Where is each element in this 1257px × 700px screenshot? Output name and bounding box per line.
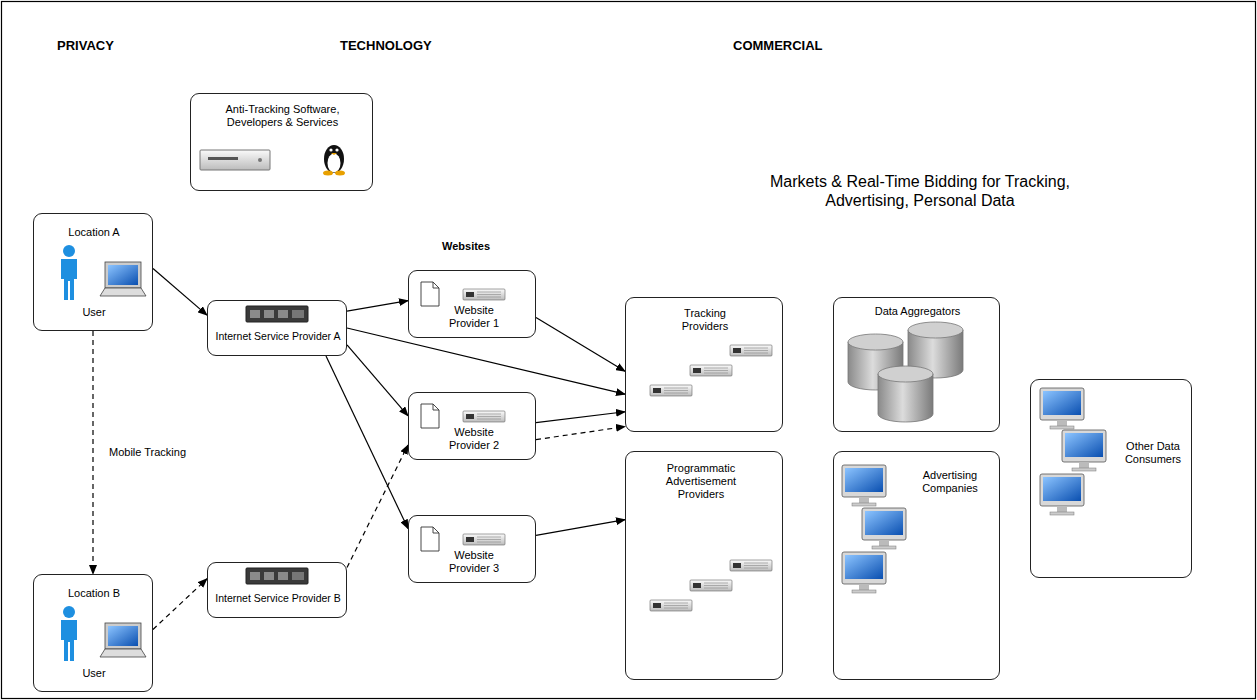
server-icon — [730, 560, 772, 571]
column-heading: PRIVACY — [57, 38, 114, 53]
node-text: Internet Service Provider B — [211, 592, 345, 605]
location-box: Location B User — [33, 574, 153, 692]
node-text: Internet Service Provider A — [211, 330, 345, 343]
website-box: Website Provider 3 — [408, 515, 536, 583]
market-box: Data Aggregators — [833, 297, 1000, 432]
node-text: Location B — [39, 587, 149, 600]
database-icon — [878, 366, 933, 422]
server-icon — [650, 385, 692, 396]
edge-label: Mobile Tracking — [107, 446, 188, 458]
server-icon — [690, 365, 732, 376]
monitor-icon — [1040, 388, 1084, 429]
node-text: Website Provider 3 — [444, 549, 504, 575]
node-text: Markets & Real-Time Bidding for Tracking… — [770, 172, 1070, 210]
page-icon — [421, 527, 439, 551]
arrow — [536, 412, 625, 423]
node-text: User — [39, 306, 149, 319]
node-text: Data Aggregators — [847, 305, 988, 318]
server-icon — [463, 289, 505, 300]
node-text: Anti-Tracking Software, Developers & Ser… — [197, 103, 368, 129]
rack-server-icon — [246, 568, 308, 584]
rack-server-icon — [246, 306, 308, 322]
group-label: Websites — [442, 240, 490, 252]
arrow — [536, 520, 625, 536]
arrow — [347, 301, 408, 312]
market-box: Tracking Providers — [625, 297, 783, 432]
user-figure — [61, 245, 77, 300]
dashed-arrow — [153, 579, 207, 630]
column-heading: COMMERCIAL — [733, 38, 823, 53]
node-text: Advertising Companies — [906, 469, 994, 495]
website-box: Website Provider 2 — [408, 392, 536, 460]
market-box: Advertising Companies — [833, 451, 1000, 680]
monitor-icon — [842, 552, 886, 593]
node-text: Website Provider 1 — [444, 304, 504, 330]
node-text: Other Data Consumers — [1117, 440, 1189, 466]
column-heading: TECHNOLOGY — [340, 38, 432, 53]
isp-box: Internet Service Provider B — [207, 562, 347, 618]
server-icon — [463, 534, 505, 545]
laptop-icon — [100, 623, 146, 657]
market-box: Programmatic Advertisement Providers — [625, 451, 783, 680]
server-icon — [730, 345, 772, 356]
dashed-arrow — [92, 331, 93, 574]
arrow — [347, 345, 408, 416]
page-icon — [421, 282, 439, 306]
server-icon — [650, 600, 692, 611]
monitor-icon — [862, 508, 906, 549]
cloud-outline — [555, 140, 1245, 695]
monitor-icon — [1062, 430, 1106, 471]
node-text: Website Provider 2 — [444, 426, 504, 452]
isp-box: Internet Service Provider A — [207, 300, 347, 356]
node-text: Programmatic Advertisement Providers — [656, 462, 746, 502]
monitor-icon — [1040, 474, 1084, 515]
server-icon — [690, 580, 732, 591]
laptop-icon — [100, 262, 146, 296]
page-icon — [421, 404, 439, 428]
arrow — [536, 318, 625, 372]
media-player-icon — [200, 150, 270, 170]
market-cloud: Markets & Real-Time Bidding for Tracking… — [555, 140, 1245, 695]
service-box: Anti-Tracking Software, Developers & Ser… — [190, 93, 373, 191]
user-figure — [61, 606, 77, 661]
monitor-icon — [842, 465, 886, 506]
arrow — [326, 356, 408, 529]
dashed-arrow — [536, 427, 625, 440]
location-box: Location A User — [33, 213, 153, 331]
node-text: User — [39, 667, 149, 680]
server-icon — [463, 411, 505, 422]
market-box: Other Data Consumers — [1030, 379, 1192, 578]
website-box: Website Provider 1 — [408, 270, 536, 338]
dashed-arrow — [347, 445, 408, 568]
node-text: Location A — [39, 226, 149, 239]
penguin-icon — [323, 145, 345, 176]
node-text: Tracking Providers — [670, 307, 740, 333]
arrow — [153, 268, 207, 315]
